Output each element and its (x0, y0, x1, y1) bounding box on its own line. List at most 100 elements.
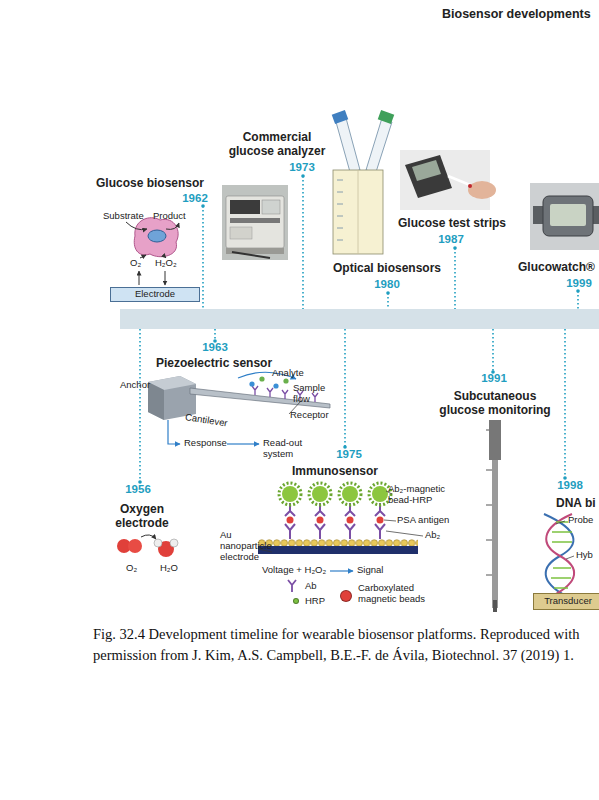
glucowatch-photo (530, 183, 599, 250)
magnetic-bead-hrp (312, 486, 328, 502)
antibody-stack (285, 503, 385, 539)
leader-dot (301, 174, 305, 178)
enzyme-illustration (165, 271, 166, 285)
antibody-legend-symbol (288, 580, 296, 592)
chemical-label: H₂O (160, 563, 178, 574)
event-name: Optical biosensors (333, 262, 441, 276)
chemical-label: O₂ (130, 258, 141, 269)
node-text: Transducer (544, 596, 592, 607)
year-leader (387, 293, 389, 309)
antibody-stack (315, 503, 325, 539)
magnetic-bead-hrp (309, 483, 331, 505)
immunosensor-illustration (258, 539, 418, 547)
part-label: Anchor (120, 380, 150, 391)
electrode-box: Electrode (110, 287, 200, 302)
part-label: Probe (568, 515, 593, 526)
magnetic-bead-hrp (339, 483, 361, 505)
part-label: Au nanoparticle electrode (220, 530, 282, 563)
glucowatch-photo (550, 204, 586, 226)
year-leader (202, 206, 204, 309)
analyzer-photo (232, 252, 270, 258)
signal-label: Signal (357, 565, 383, 576)
year-label: 1999 (566, 277, 592, 290)
timeline-bar (120, 309, 599, 329)
node-text: Electrode (135, 289, 175, 300)
legend-swatch (340, 590, 352, 602)
year-leader (302, 176, 304, 309)
piezoelectric-illustration (273, 383, 278, 388)
oxygen-molecule-illustration (141, 535, 156, 539)
year-label: 1980 (374, 278, 400, 291)
year-label: 1991 (481, 372, 507, 385)
test-strip-photo (400, 150, 496, 210)
analyzer-photo (230, 218, 280, 223)
year-label: 1987 (438, 233, 464, 246)
oxygen-molecule-illustration (170, 539, 178, 547)
timeline-bar (120, 309, 599, 329)
subcutaneous-probe (493, 600, 497, 612)
legend-text: Ab (305, 581, 317, 592)
signal-label: Voltage + H₂O₂ (262, 565, 326, 576)
subcutaneous-probe (486, 420, 501, 612)
year-label: 1998 (557, 479, 583, 492)
dna-helix (546, 514, 574, 596)
part-label: Receptor (290, 410, 329, 421)
magnetic-bead-hrp (369, 483, 391, 505)
analyzer-photo (262, 200, 280, 214)
dna-helix (551, 522, 572, 588)
legend-text: Carboxylated magnetic beads (358, 583, 438, 605)
event-name: Glucose biosensor (96, 177, 204, 191)
psa-antigen (377, 517, 384, 524)
year-label: 1956 (125, 483, 151, 496)
year-leader (139, 329, 141, 482)
test-strip-photo (468, 181, 496, 199)
analyzer-photo (230, 200, 260, 214)
enzyme-illustration (139, 271, 140, 285)
optical-cell-illustration (378, 110, 395, 124)
enzyme-illustration (148, 230, 166, 242)
glucowatch-photo (543, 196, 593, 236)
year-leader (564, 329, 566, 478)
part-label: Hyb (576, 550, 593, 561)
piezoelectric-illustration (168, 420, 180, 444)
part-label: Sample flow (293, 383, 333, 405)
leader-dot (201, 204, 205, 208)
glucowatch-photo (530, 183, 599, 250)
part-label: Product (153, 211, 186, 222)
chemical-label: H₂O₂ (155, 258, 177, 269)
piezoelectric-illustration (259, 376, 264, 381)
test-strip-photo (405, 155, 452, 198)
part-label: Cantilever (184, 412, 228, 429)
optical-cell-illustration (366, 118, 392, 172)
magnetic-bead-hrp (282, 486, 298, 502)
part-label: PSA antigen (397, 515, 449, 526)
test-strip-photo (468, 184, 472, 188)
piezoelectric-illustration (227, 443, 259, 444)
part-label: Ab₂ (425, 530, 440, 541)
analyzer-photo (226, 196, 284, 248)
piezoelectric-illustration (249, 381, 254, 386)
event-name: Glucowatch® (518, 261, 595, 275)
part-label: Analyte (272, 368, 304, 379)
oxygen-molecule-illustration (117, 535, 178, 557)
year-label: 1963 (202, 341, 228, 354)
subcutaneous-probe (492, 460, 498, 608)
psa-antigen (287, 517, 294, 524)
figure-title: Biosensor developments (442, 7, 591, 21)
dna-helix (544, 514, 573, 596)
event-name: Piezoelectric sensor (156, 357, 272, 371)
antibody-stack (285, 503, 295, 539)
optical-cell-illustration (333, 170, 383, 254)
oxygen-molecule-illustration (154, 539, 162, 547)
event-name: Oxygen electrode (107, 503, 177, 531)
piezoelectric-illustration (283, 378, 288, 383)
legend-swatch (293, 598, 299, 604)
event-name: Subcutaneous glucose monitoring (433, 390, 558, 418)
leader-dot (576, 289, 580, 293)
year-leader (454, 248, 456, 309)
subcutaneous-probe (489, 420, 501, 460)
part-label: Response (184, 438, 227, 449)
psa-antigen (347, 517, 354, 524)
analyzer-photo (230, 227, 252, 239)
